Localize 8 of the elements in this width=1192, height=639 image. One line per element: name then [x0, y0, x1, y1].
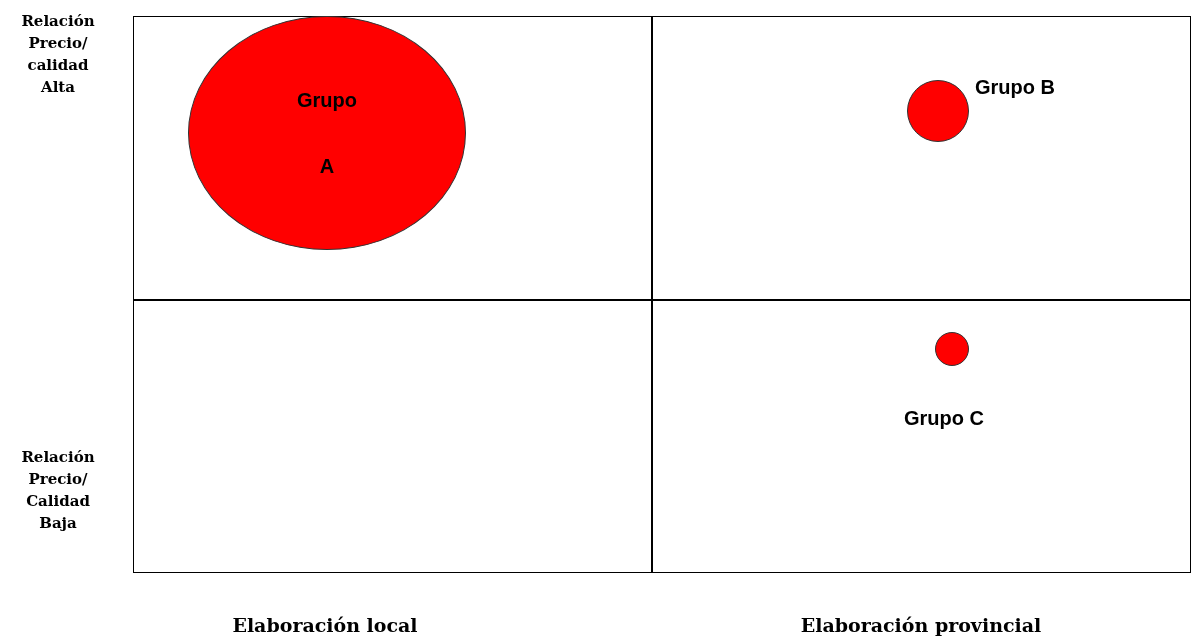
axis-label: Elaboración provincial: [800, 614, 1042, 636]
group-label: Grupo B: [975, 76, 1055, 99]
group-label: Grupo A: [296, 88, 358, 179]
axis-label: Relación Precio/ Calidad Baja: [20, 447, 96, 534]
axis-label: Relación Precio/ calidad Alta: [20, 11, 96, 98]
group-circle: [935, 332, 969, 366]
axis-label: Elaboración local: [232, 614, 418, 636]
group-label: Grupo C: [904, 407, 984, 430]
